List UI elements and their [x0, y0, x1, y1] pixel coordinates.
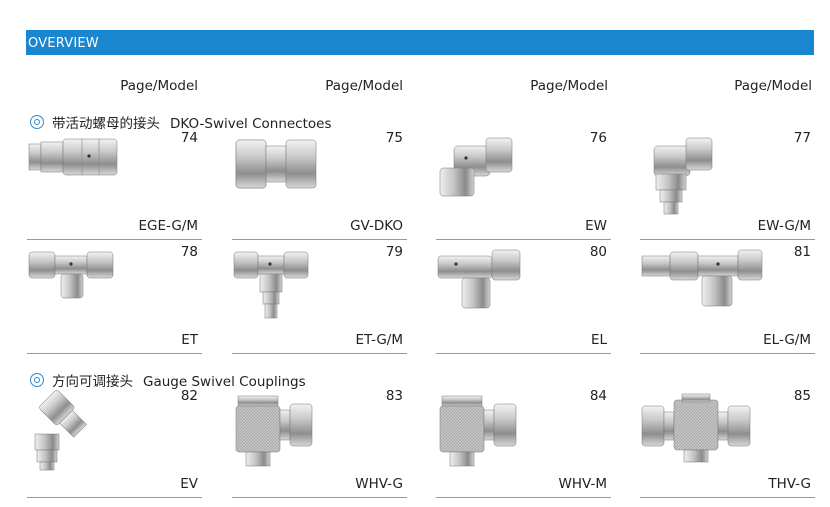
gauge-elbow-metric-icon — [439, 395, 517, 467]
product-cell-76[interactable]: 76 EW — [436, 128, 611, 240]
section-en-label: DKO-Swivel Connectoes — [170, 116, 332, 132]
page-number: 80 — [589, 244, 607, 260]
angle-45-fitting-icon — [34, 390, 87, 471]
model-name: EL — [590, 332, 607, 348]
model-name: THV-G — [768, 476, 811, 492]
model-name: EW-G/M — [757, 218, 811, 234]
page-number: 77 — [793, 130, 811, 146]
product-cell-78[interactable]: 78 ET — [27, 242, 202, 354]
page-number: 75 — [385, 130, 403, 146]
model-name: WHV-G — [355, 476, 403, 492]
column-header-3: Page/Model — [530, 78, 608, 94]
tee-adjustable-icon — [233, 251, 309, 319]
product-cell-79[interactable]: 79 ET-G/M — [232, 242, 407, 354]
gauge-elbow-icon — [235, 395, 313, 467]
tee-fitting-icon — [28, 251, 114, 299]
section-zh-label: 带活动螺母的接头 — [52, 116, 160, 132]
page-number: 78 — [180, 244, 198, 260]
product-cell-74[interactable]: 74 EGE-G/M — [27, 128, 202, 240]
row-divider — [232, 239, 407, 240]
target-circle-icon — [30, 115, 44, 129]
elbow-fitting-icon — [439, 137, 513, 197]
product-cell-80[interactable]: 80 EL — [436, 242, 611, 354]
product-cell-75[interactable]: 75 GV-DKO — [232, 128, 407, 240]
model-name: WHV-M — [558, 476, 607, 492]
product-cell-83[interactable]: 83 WHV-G — [232, 386, 407, 498]
model-name: EV — [180, 476, 198, 492]
page-number: 85 — [793, 388, 811, 404]
page-number: 79 — [385, 244, 403, 260]
model-name: ET — [181, 332, 198, 348]
product-cell-84[interactable]: 84 WHV-M — [436, 386, 611, 498]
page-number: 84 — [589, 388, 607, 404]
section-zh-label: 方向可调接头 — [52, 374, 133, 390]
row-divider — [27, 353, 202, 354]
row-divider — [436, 497, 611, 498]
product-cell-82[interactable]: 82 EV — [27, 386, 202, 498]
model-name: ET-G/M — [355, 332, 403, 348]
union-fitting-icon — [235, 139, 317, 189]
row-divider — [640, 353, 815, 354]
model-name: GV-DKO — [350, 218, 403, 234]
row-divider — [27, 497, 202, 498]
row-divider — [436, 239, 611, 240]
row-divider — [640, 497, 815, 498]
straight-fitting-icon — [28, 138, 118, 176]
row-divider — [232, 497, 407, 498]
section-dko-swivel: 带活动螺母的接头 DKO-Swivel Connectoes — [30, 112, 332, 132]
product-cell-85[interactable]: 85 THV-G — [640, 386, 815, 498]
row-divider — [640, 239, 815, 240]
page-number: 76 — [589, 130, 607, 146]
row-divider — [27, 239, 202, 240]
row-divider — [436, 353, 611, 354]
overview-header-bar: OVERVIEW — [26, 30, 814, 55]
tee-branch-adjustable-icon — [641, 249, 763, 307]
page-number: 82 — [180, 388, 198, 404]
target-circle-icon — [30, 373, 44, 387]
page-number: 83 — [385, 388, 403, 404]
elbow-adjustable-icon — [653, 137, 713, 215]
overview-title: OVERVIEW — [28, 36, 99, 51]
row-divider — [232, 353, 407, 354]
section-gauge-swivel: 方向可调接头 Gauge Swivel Couplings — [30, 370, 306, 390]
tee-branch-icon — [437, 249, 521, 309]
product-cell-77[interactable]: 77 EW-G/M — [640, 128, 815, 240]
section-en-label: Gauge Swivel Couplings — [143, 374, 306, 390]
product-cell-81[interactable]: 81 EL-G/M — [640, 242, 815, 354]
column-header-2: Page/Model — [325, 78, 403, 94]
model-name: EGE-G/M — [138, 218, 198, 234]
model-name: EL-G/M — [763, 332, 811, 348]
column-header-1: Page/Model — [120, 78, 198, 94]
gauge-tee-icon — [641, 393, 751, 463]
column-header-4: Page/Model — [734, 78, 812, 94]
page-number: 74 — [180, 130, 198, 146]
page-number: 81 — [793, 244, 811, 260]
model-name: EW — [585, 218, 607, 234]
